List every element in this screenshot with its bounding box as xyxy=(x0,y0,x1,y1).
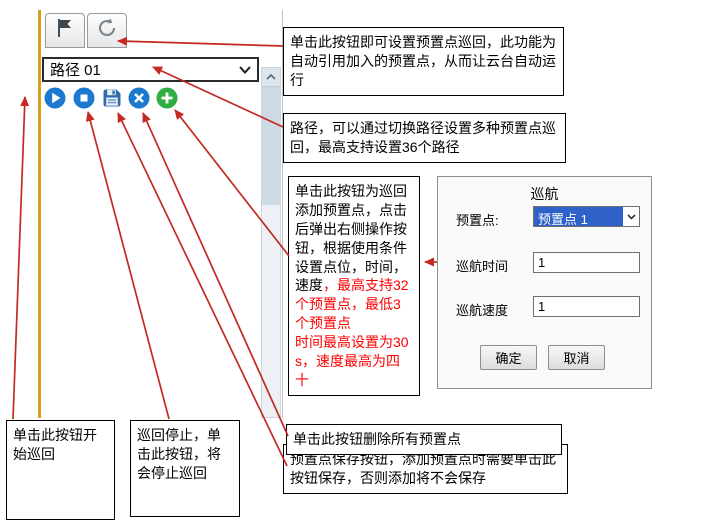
tab-preset[interactable] xyxy=(45,13,85,48)
callout-stop-patrol: 巡回停止，单击此按钮，将会停止巡回 xyxy=(130,420,240,517)
callout-start-patrol: 单击此按钮开始巡回 xyxy=(6,420,115,520)
chevron-down-icon xyxy=(239,61,251,78)
stop-button[interactable] xyxy=(73,87,95,109)
patrol-panel: 路径 01 xyxy=(41,10,283,418)
callout-delete-presets: 单击此按钮删除所有预置点 xyxy=(286,424,562,455)
cruise-speed-label: 巡航速度 xyxy=(456,303,509,318)
dialog-title: 巡航 xyxy=(530,186,559,202)
cruise-time-input[interactable] xyxy=(533,252,640,273)
preset-select-value: 预置点 1 xyxy=(534,207,623,226)
play-icon xyxy=(44,87,66,109)
play-button[interactable] xyxy=(44,87,66,109)
flag-icon xyxy=(54,17,76,44)
path-select[interactable]: 路径 01 xyxy=(42,57,259,82)
callout-patrol-tab: 单击此按钮即可设置预置点巡回，此功能为自动引用加入的预置点，从而让云台自动运行 xyxy=(283,27,564,96)
callout-path-select: 路径，可以通过切换路径设置多种预置点巡回，最高支持设置36个路径 xyxy=(283,113,566,163)
panel-tabs xyxy=(45,13,129,48)
cruise-speed-input[interactable] xyxy=(533,296,640,317)
delete-button[interactable] xyxy=(128,87,150,109)
scroll-up-button[interactable] xyxy=(262,68,280,87)
cruise-time-label: 巡航时间 xyxy=(456,259,509,274)
preset-label: 预置点: xyxy=(456,213,499,228)
patrol-icon xyxy=(96,17,118,44)
callout-add-preset-text: 单击此按钮为巡回添加预置点，点击后弹出右侧操作按钮，根据使用条件设置点位，时间，… xyxy=(295,183,407,294)
add-button[interactable] xyxy=(156,87,178,109)
tab-patrol[interactable] xyxy=(87,13,127,48)
ok-button[interactable]: 确定 xyxy=(480,345,537,370)
panel-scrollbar[interactable] xyxy=(261,67,281,418)
cruise-dialog: 巡航 预置点: 预置点 1 巡航时间 巡航速度 确定 取消 xyxy=(437,176,652,389)
scrollbar-thumb[interactable] xyxy=(262,87,280,205)
chevron-down-icon xyxy=(623,207,639,226)
stop-icon xyxy=(73,87,95,109)
callout-add-preset-warning: ，最高支持32个预置点，最低3个预置点 时间最高设置为30s，速度最高为四十 xyxy=(295,277,409,388)
scroll-up-icon xyxy=(265,68,277,86)
save-floppy-icon xyxy=(101,87,123,109)
save-button[interactable] xyxy=(101,87,123,109)
cancel-button[interactable]: 取消 xyxy=(548,345,605,370)
panel-accent-bar xyxy=(38,10,41,418)
preset-select[interactable]: 预置点 1 xyxy=(533,206,640,227)
plus-icon xyxy=(156,87,178,109)
callout-add-preset: 单击此按钮为巡回添加预置点，点击后弹出右侧操作按钮，根据使用条件设置点位，时间，… xyxy=(288,176,420,396)
arrow-to-play-button xyxy=(12,96,30,420)
x-icon xyxy=(128,87,150,109)
path-select-value: 路径 01 xyxy=(50,62,101,79)
